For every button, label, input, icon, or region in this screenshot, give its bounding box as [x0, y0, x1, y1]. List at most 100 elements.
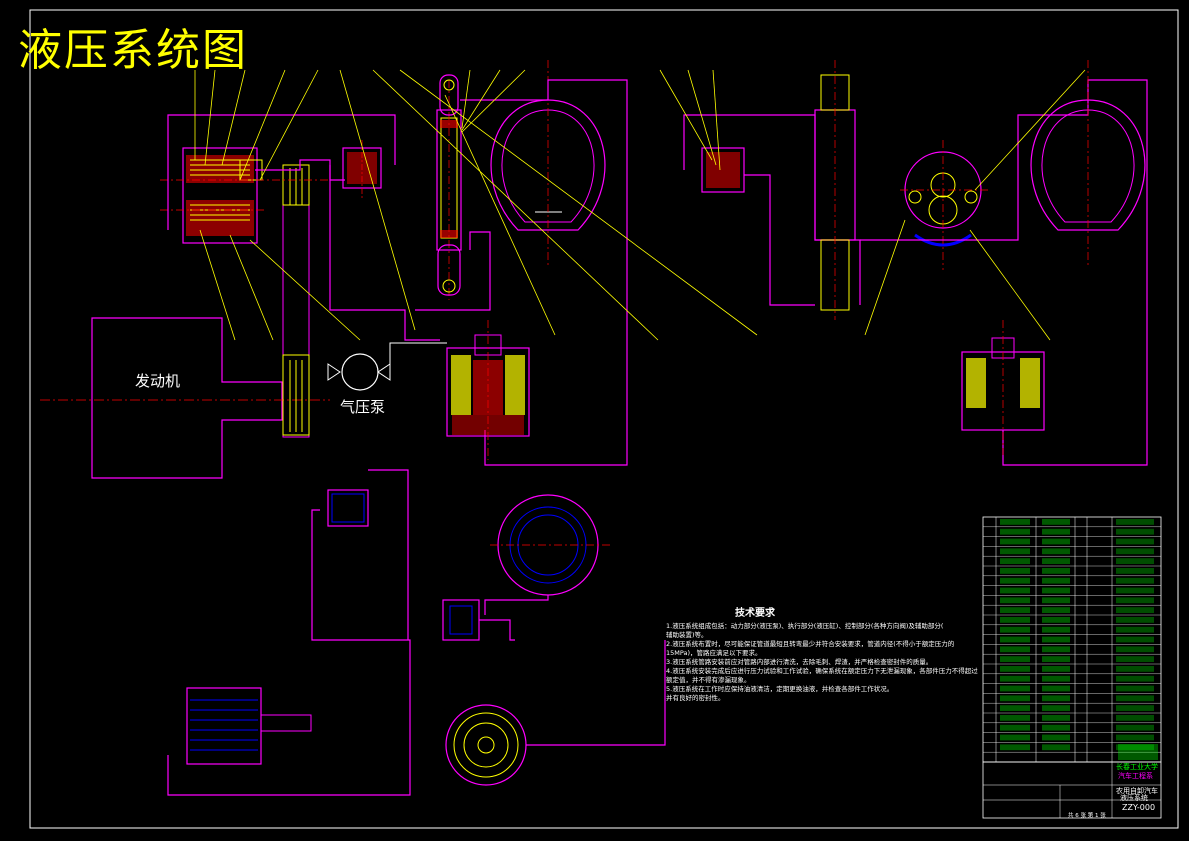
- parts-list-cell-mark: [1042, 744, 1070, 751]
- parts-list-cell-mark: [1000, 724, 1030, 731]
- institution-line1: 长春工业大学: [1116, 763, 1158, 771]
- parts-list-cell-mark: [1042, 577, 1070, 584]
- title-block: [982, 744, 1162, 819]
- parts-list-cell-mark: [1042, 626, 1070, 633]
- parts-list-cell-mark: [1116, 607, 1154, 613]
- parts-list-cell-mark: [1000, 617, 1030, 623]
- parts-list-cell-mark: [1000, 744, 1030, 751]
- parts-list-cell-mark: [1000, 646, 1030, 653]
- parts-list-cell-mark: [1042, 587, 1070, 594]
- parts-list-cell-mark: [1000, 577, 1030, 584]
- control-valve-right: [701, 147, 745, 193]
- gear-pump-lower: [186, 687, 262, 765]
- parts-list-cell-mark: [1116, 597, 1154, 604]
- parts-list-cell-mark: [1042, 675, 1070, 682]
- parts-list-cell-mark: [1116, 695, 1154, 702]
- parts-list-rows: [983, 519, 1161, 753]
- parts-list-cell-mark: [1042, 734, 1070, 741]
- parts-list-cell-mark: [1000, 548, 1030, 555]
- parts-list-cell-mark: [1042, 607, 1070, 613]
- parts-list-cell-mark: [1116, 734, 1154, 741]
- parts-list-cell-mark: [1116, 656, 1154, 662]
- page-title: 液压系统图: [18, 25, 248, 76]
- gear-pump-body: [182, 147, 258, 244]
- parts-list-cell-mark: [1042, 548, 1070, 555]
- parts-list-cell-mark: [1000, 587, 1030, 594]
- parts-list-cell-mark: [1042, 656, 1070, 662]
- parts-list-cell-mark: [1000, 715, 1030, 721]
- parts-list-cell-mark: [1000, 568, 1030, 574]
- parts-list-cell-mark: [1000, 607, 1030, 613]
- tech-line: 15MPa)，管路应满足以下要求。: [666, 649, 762, 657]
- hydraulic-cylinder: [436, 109, 462, 251]
- reservoir-circle-bottom: [445, 704, 527, 786]
- parts-list-cell-mark: [1042, 646, 1070, 653]
- parts-list-cell-mark: [1000, 656, 1030, 662]
- parts-list-cell-mark: [1116, 685, 1154, 692]
- parts-list-cell-mark: [1042, 528, 1070, 535]
- parts-list-cell-mark: [1116, 626, 1154, 633]
- parts-list-cell-mark: [1116, 744, 1154, 751]
- parts-list-cell-mark: [1042, 597, 1070, 604]
- parts-list-cell-mark: [1000, 528, 1030, 535]
- parts-list-cell-mark: [1116, 617, 1154, 623]
- parts-list-cell-mark: [1116, 646, 1154, 653]
- parts-list-cell-mark: [1042, 715, 1070, 721]
- parts-list-cell-mark: [1042, 724, 1070, 731]
- tech-line: 4.液压系统安装完成后应进行压力试验和工作试验，确保系统在额定压力下无泄漏现象，…: [666, 667, 978, 675]
- parts-list-cell-mark: [1116, 577, 1154, 584]
- drawing-border: [29, 9, 1179, 829]
- parts-list-cell-mark: [1116, 715, 1154, 721]
- parts-list-cell-mark: [1000, 626, 1030, 633]
- air-pump-symbol: [341, 353, 379, 391]
- parts-list-cell-mark: [1116, 705, 1154, 711]
- parts-list-cell-mark: [1000, 597, 1030, 604]
- parts-list-cell-mark: [1000, 666, 1030, 672]
- parts-list-cell-mark: [1042, 636, 1070, 643]
- parts-list-cell-mark: [1116, 724, 1154, 731]
- tech-line: 1.液压系统组成包括：动力部分(液压泵)、执行部分(液压缸)、控制部分(各种方向…: [666, 622, 944, 630]
- parts-list-cell-mark: [1042, 685, 1070, 692]
- parts-list-cell-mark: [1116, 675, 1154, 682]
- parts-list-cell-mark: [1116, 538, 1154, 545]
- parts-list-cell-mark: [1000, 734, 1030, 741]
- drawing-name-line2: 液压系统: [1120, 794, 1148, 802]
- parts-list-cell-mark: [1116, 519, 1154, 525]
- pulley-lower: [282, 354, 310, 436]
- drawing-name-line1: 农用自卸汽车: [1116, 787, 1158, 795]
- parts-list-cell-mark: [1000, 636, 1030, 643]
- parts-list-cell-mark: [1000, 519, 1030, 525]
- tech-line: 并有良好的密封性。: [666, 694, 725, 702]
- parts-list-cell-mark: [1000, 705, 1030, 711]
- engine-label: 发动机: [135, 372, 181, 390]
- parts-list-cell-mark: [1000, 695, 1030, 702]
- parts-list-cell-mark: [1042, 538, 1070, 545]
- tech-line: 额定值，并不得有渗漏现象。: [666, 676, 751, 684]
- tech-line: 2.液压系统布置时，尽可能保证管道最短且转弯最少并符合安装要求，管道内径(不得小…: [666, 640, 955, 648]
- parts-list-cell-mark: [1000, 675, 1030, 682]
- engine-outline: [91, 317, 283, 479]
- parts-list-cell-mark: [1116, 568, 1154, 574]
- parts-list-cell-mark: [1116, 558, 1154, 564]
- parts-list-cell-mark: [1042, 705, 1070, 711]
- tech-line: 辅助装置)等。: [666, 631, 708, 639]
- parts-list-cell-mark: [1042, 617, 1070, 623]
- parts-list-cell-mark: [1000, 538, 1030, 545]
- drawing-number: ZZY-000: [1122, 803, 1156, 812]
- small-valve-lower: [327, 489, 369, 527]
- parts-list-cell-mark: [1042, 558, 1070, 564]
- parts-list-cell-mark: [1000, 685, 1030, 692]
- parts-list-cell-mark: [1116, 548, 1154, 555]
- parts-list-cell-mark: [1042, 695, 1070, 702]
- air-pump-label: 气压泵: [340, 398, 386, 416]
- parts-list-cell-mark: [1042, 666, 1070, 672]
- parts-list-cell-mark: [1116, 587, 1154, 594]
- parts-list-cell-mark: [1116, 666, 1154, 672]
- parts-list-cell-mark: [1116, 636, 1154, 643]
- parts-list-cell-mark: [1000, 558, 1030, 564]
- parts-list-cell-mark: [1042, 568, 1070, 574]
- tech-line: 5.液压系统在工作时应保持油液清洁，定期更换油液，并检查各部件工作状况。: [666, 685, 894, 693]
- parts-list-cell-mark: [1116, 528, 1154, 535]
- parts-list-cell-mark: [1042, 519, 1070, 525]
